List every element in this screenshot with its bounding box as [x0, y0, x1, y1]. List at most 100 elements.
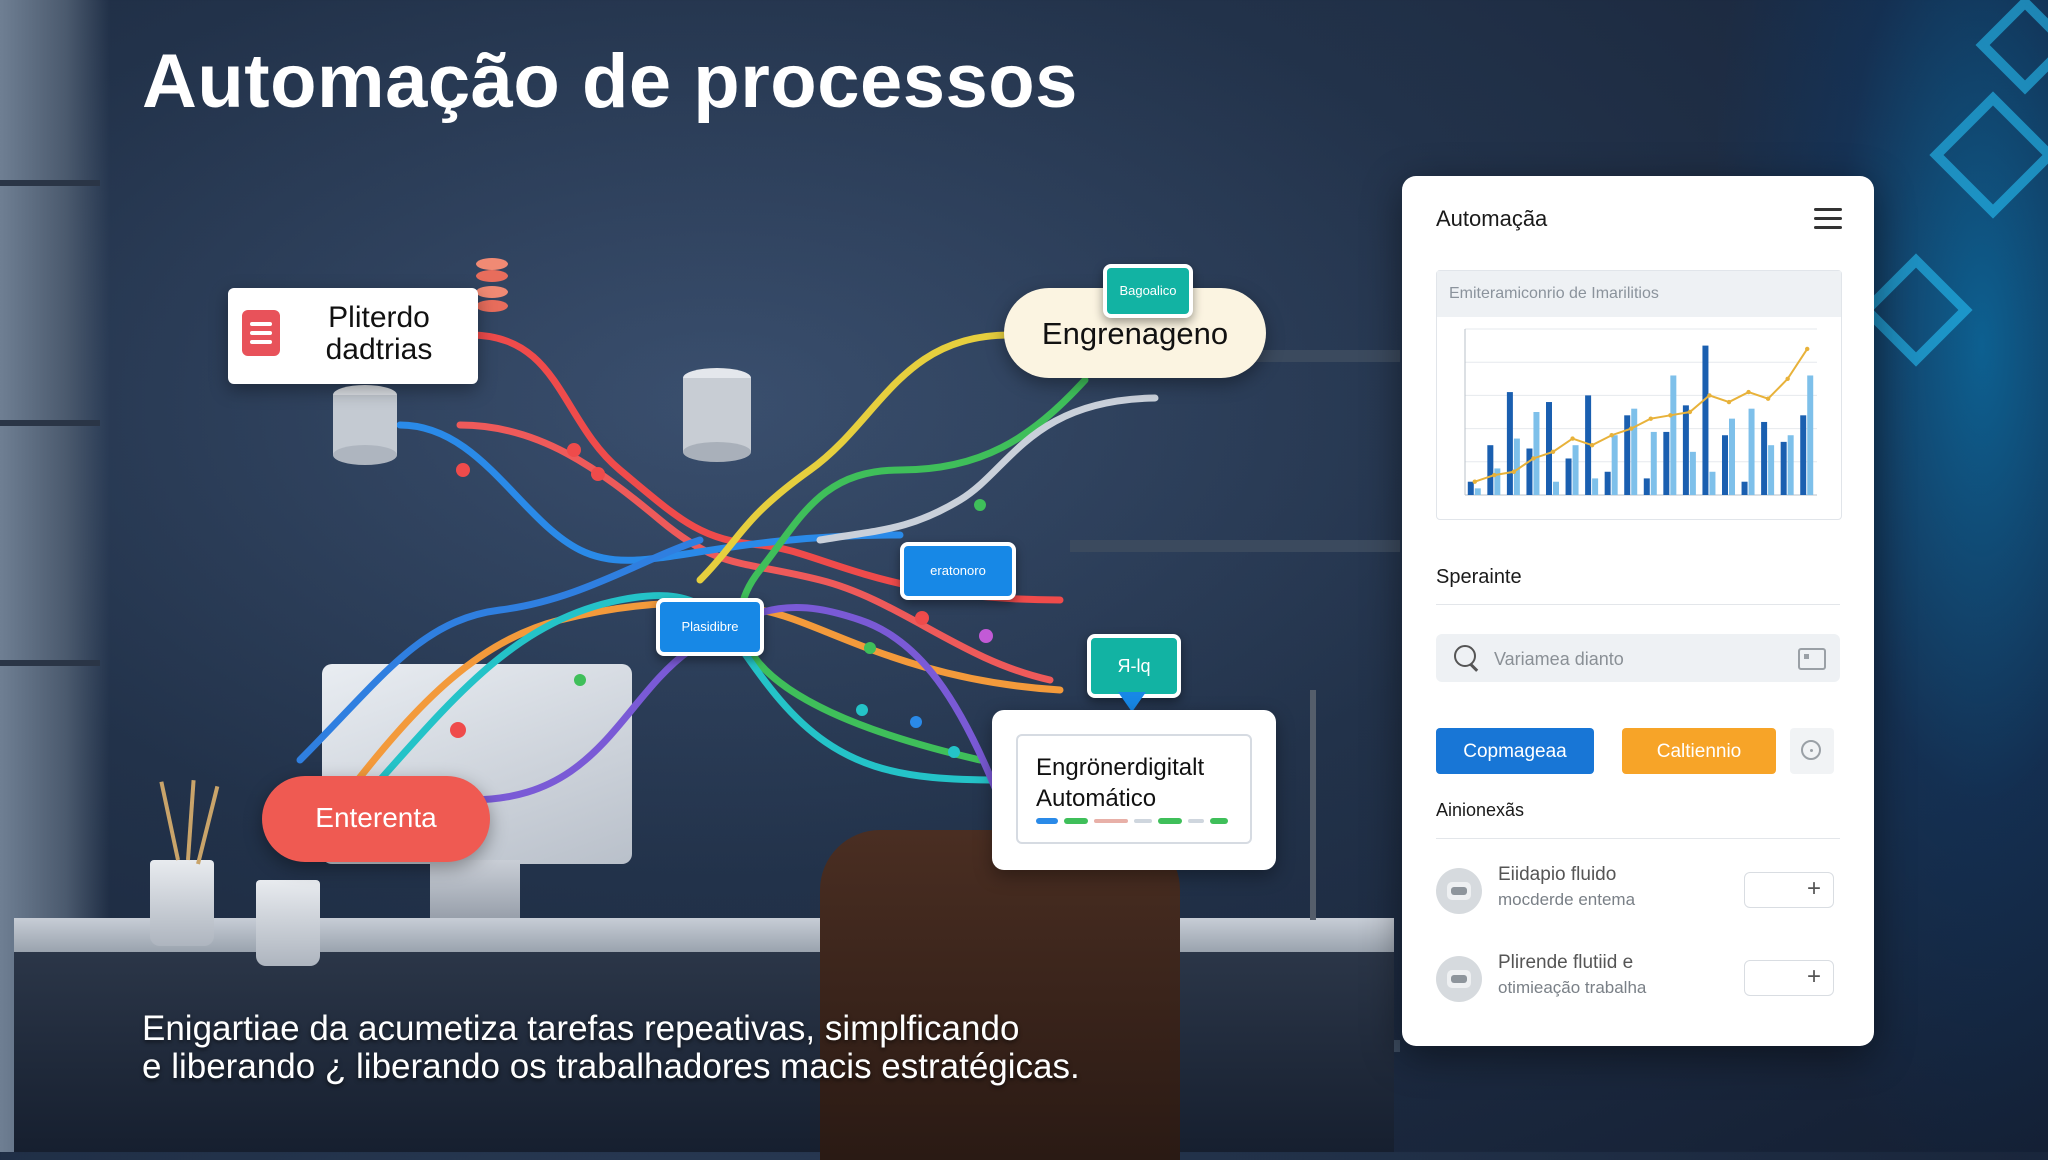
chart-line-point [1687, 409, 1693, 415]
chart-bar [1506, 392, 1513, 495]
chart-bar [1585, 395, 1592, 495]
chat-avatar-icon [1436, 956, 1482, 1002]
background-lamp [1310, 690, 1316, 920]
search-input[interactable] [1492, 644, 1776, 674]
chart-line-point [1707, 393, 1712, 398]
chart-bar [1487, 445, 1494, 495]
plus-icon: + [1806, 963, 1821, 990]
bar-line-chart [1464, 328, 1817, 496]
chart-bar [1787, 435, 1794, 495]
chart-bar [1474, 488, 1481, 495]
chart-bar [1611, 435, 1618, 495]
database-icon [683, 368, 751, 462]
chart-bar [1722, 435, 1728, 495]
database-icon [333, 385, 397, 465]
chart-bar [1709, 471, 1716, 495]
secondary-button[interactable]: Caltiennio [1622, 728, 1776, 774]
chart-line-point [1472, 479, 1477, 484]
connector-green [737, 376, 1089, 764]
chart-bar [1761, 421, 1768, 495]
chart-bar [1624, 415, 1631, 495]
chart-bar [1467, 481, 1474, 495]
chart-line [1474, 348, 1809, 483]
chart-bar [1741, 481, 1748, 495]
chart-bar [1526, 448, 1533, 495]
connector-red [466, 331, 1064, 604]
process-tag: eratonoro [900, 542, 1016, 600]
chart-bar [1631, 408, 1638, 495]
chart-bar [1663, 431, 1670, 495]
process-tag: Plasidibre [656, 598, 764, 656]
chart-bar [1768, 445, 1775, 495]
background-chair [820, 830, 1180, 1160]
list-item-subtitle: mocderde entema [1498, 890, 1636, 909]
chart-bar [1604, 471, 1611, 495]
pencil-cup [256, 880, 320, 966]
connector-blue [396, 421, 904, 564]
info-icon[interactable] [1790, 728, 1834, 774]
page-subtitle: Enigartiae da acumetiza tarefas repeativ… [142, 1009, 1080, 1086]
chart-bar [1533, 412, 1540, 495]
connector-blue [296, 536, 704, 764]
plus-icon: + [1806, 875, 1821, 902]
chart-line-point [1648, 416, 1653, 421]
coin-stack-icon [476, 258, 508, 312]
section-list-label: Ainionexãs [1436, 800, 1525, 820]
input-label: Enterenta [315, 802, 437, 833]
engine-label: Engrenageno [1041, 316, 1229, 351]
chart-bar [1807, 375, 1814, 495]
chat-avatar-icon [1436, 868, 1482, 914]
section-search-label: Sperainte [1436, 566, 1522, 588]
chart-line-point [1765, 396, 1771, 401]
chart-line-point [1668, 413, 1673, 418]
divider [1436, 838, 1840, 839]
search-field[interactable] [1436, 634, 1840, 682]
calendar-icon[interactable] [1798, 648, 1826, 670]
input-node[interactable]: Enterenta [262, 776, 490, 862]
chart-bar [1643, 478, 1650, 495]
engine-tag: Bagoalico [1103, 264, 1193, 318]
chart-line-point [1570, 436, 1575, 441]
output-progress [1036, 818, 1228, 824]
chart-bar [1494, 468, 1501, 495]
divider [1436, 604, 1840, 605]
chart-bar [1800, 415, 1807, 495]
list-item[interactable]: Plirende flutiid e otimieação trabalha + [1436, 948, 1840, 1018]
chart-header: Emiteramiconrio de Imarilitios [1437, 271, 1841, 317]
connector-red [456, 421, 1054, 684]
chart-bar [1689, 451, 1696, 495]
pencil-cup [150, 860, 214, 946]
add-button[interactable]: + [1744, 960, 1834, 996]
chart-line-point [1589, 443, 1595, 448]
menu-icon[interactable] [1814, 206, 1842, 232]
automation-panel: Automaçãa Emiteramiconrio de Imarilitios… [1402, 176, 1874, 1046]
chart-line-point [1492, 472, 1497, 478]
connector-nodes [450, 443, 993, 758]
document-icon [242, 310, 280, 356]
chart-line-point [1805, 346, 1810, 352]
add-button[interactable]: + [1744, 872, 1834, 908]
chart-card: Emiteramiconrio de Imarilitios [1436, 270, 1842, 520]
output-tag: Я-lq [1087, 634, 1181, 698]
list-item[interactable]: Eiidapio fluido mocderde entema + [1436, 860, 1840, 930]
primary-button[interactable]: Copmageaa [1436, 728, 1594, 774]
connector-purple [466, 604, 1004, 804]
chart-bar [1670, 375, 1677, 495]
panel-title: Automaçãa [1436, 206, 1548, 231]
chart-line-point [1629, 426, 1634, 431]
chart-bar [1592, 478, 1599, 495]
chart-bar [1546, 402, 1552, 495]
page-title: Automação de processos [142, 39, 1078, 124]
chart-line-point [1609, 433, 1614, 438]
search-icon [1454, 645, 1479, 672]
connector-yellow [696, 331, 1014, 584]
chart-line-point [1511, 469, 1517, 474]
chart-bar [1729, 418, 1735, 495]
chart-bar [1650, 431, 1657, 495]
chart-bar [1565, 458, 1572, 495]
